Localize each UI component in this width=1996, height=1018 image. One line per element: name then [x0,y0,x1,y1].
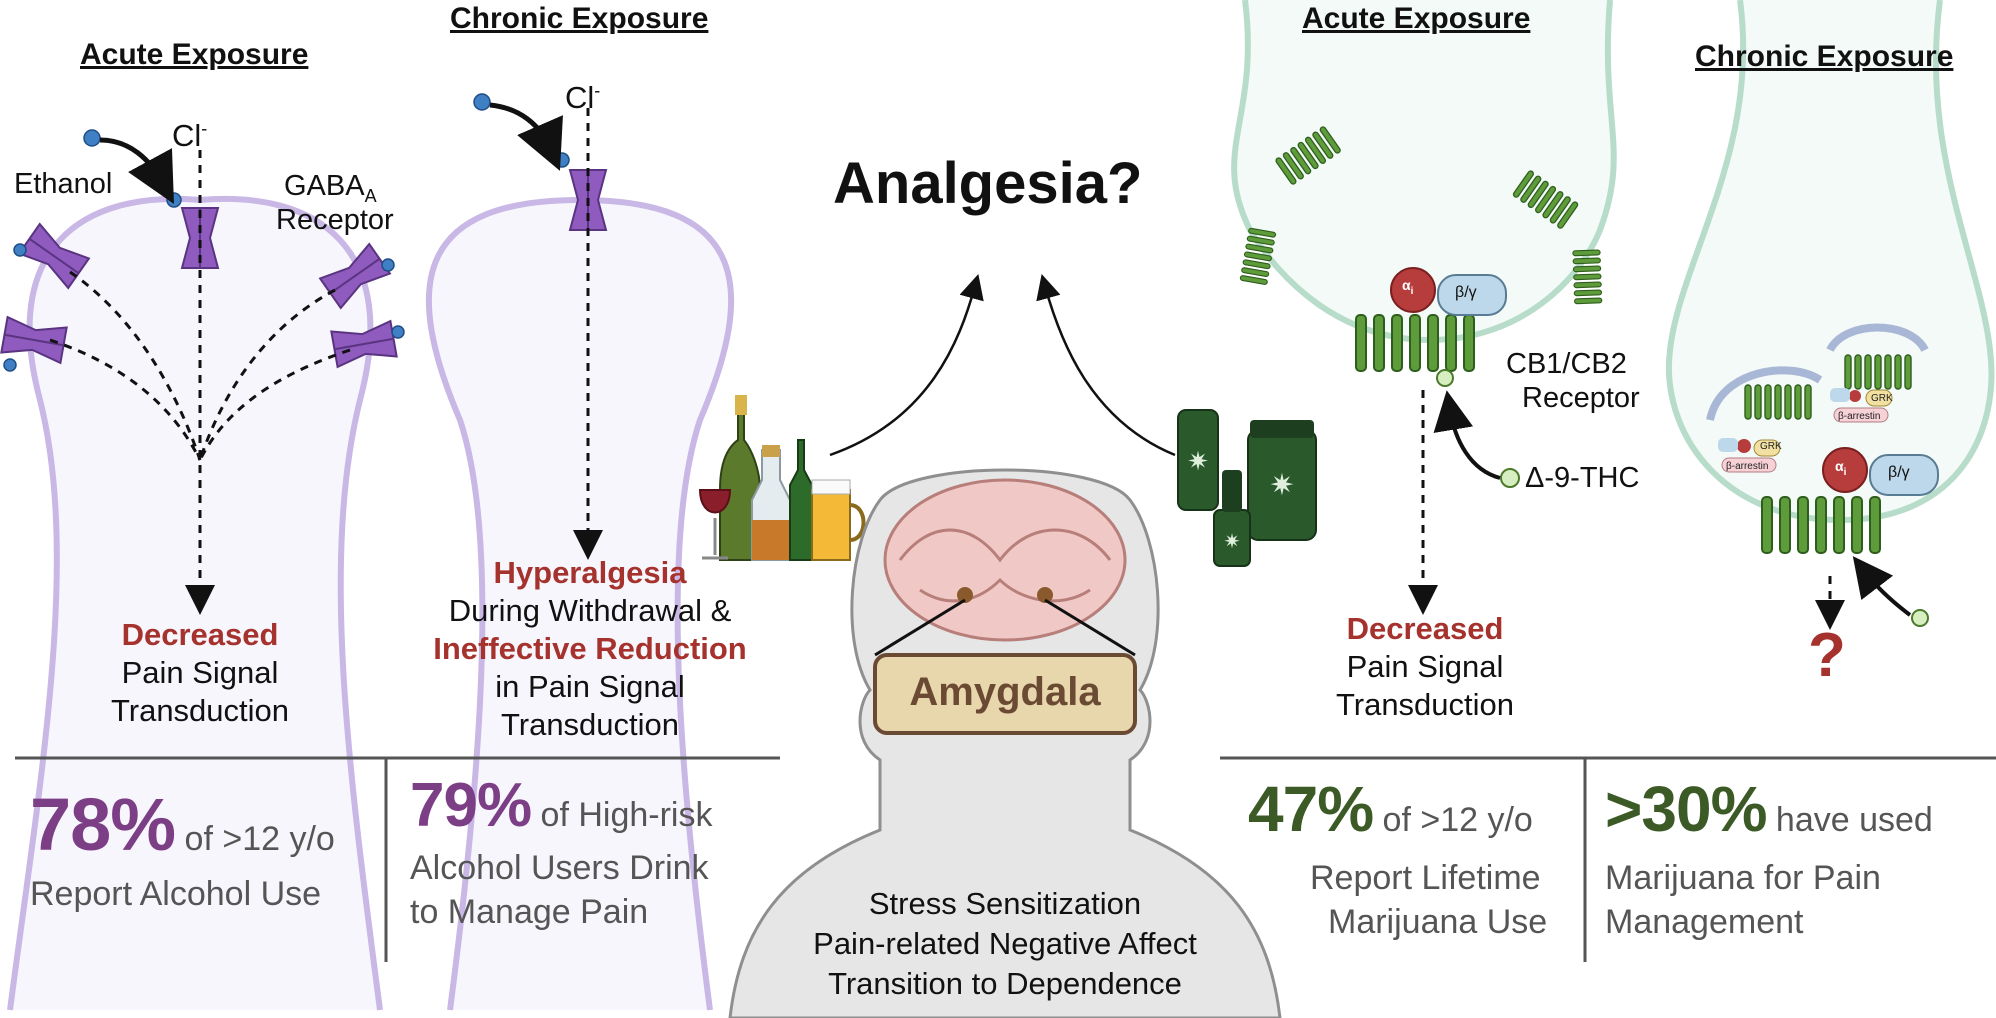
svg-text:✷: ✷ [1187,446,1209,476]
chloride-label: Cl- [172,118,207,154]
svg-text:✷: ✷ [1269,469,1294,502]
effect-negative-affect: Pain-related Negative Affect [813,926,1197,961]
cannabis-stat-1-line3: Marijuana Use [1328,903,1548,941]
alcohol-stat-1: 78% of >12 y/o [30,782,335,867]
alcohol-stat-2-percent: 79% [410,771,532,840]
svg-text:✷: ✷ [1224,531,1241,553]
g-beta-gamma-label: β/γ [1455,284,1477,301]
alcohol-stat-1-line2: Report Alcohol Use [30,875,322,913]
ethanol-label: Ethanol [14,168,113,200]
cannabis-stat-2-line2: Marijuana for Pain [1605,859,1881,897]
cannabis-stat-1: 47% of >12 y/o [1248,772,1533,846]
alcohol-chronic-outcome-line1: During Withdrawal & [448,593,732,628]
alcohol-stat-2-line3: to Manage Pain [410,893,649,931]
chronic-unknown-question: ? [1808,621,1846,690]
gaba-text: GABA [284,170,365,202]
gi-alpha-label-2: αi [1835,458,1846,478]
analgesia-question: Analgesia? [833,151,1143,216]
section-dividers [15,756,1996,962]
chloride-text: Cl [172,118,202,153]
amygdala-effects: Stress Sensitization Pain-related Negati… [760,884,1250,1004]
gaba-receptor-label-2: Receptor [276,204,394,236]
cannabis-stat-2: >30% have used [1605,772,1933,846]
amygdala-label: Amygdala [909,670,1101,714]
chloride-text-2: Cl [565,80,595,115]
cb-receptor-label-2: Receptor [1522,382,1640,414]
cannabis-stat-1-line2: Report Lifetime [1310,859,1541,897]
hyperalgesia-text: Hyperalgesia [493,555,687,590]
arrestin-label-2: β-arrestin [1838,411,1880,422]
chloride-sup-2: - [594,80,601,101]
alcohol-acute-decreased: Decreased [121,617,279,652]
neuron-cannabis-chronic [1665,0,1995,524]
alcohol-acute-outcome-line1: Pain Signal [121,655,279,690]
cannabis-stat-2-line3: Management [1605,903,1804,941]
cannabis-acute-header: Acute Exposure [1302,2,1531,35]
thc-molecule-icon [1436,369,1929,627]
cannabis-acute-decreased: Decreased [1346,611,1504,646]
cb-receptor-label: CB1/CB2 [1506,348,1627,380]
cannabis-stat-2-percent: >30% [1605,773,1767,845]
gi-alpha-label: αi [1402,277,1413,297]
vesicle-icon [1706,323,1929,422]
ineffective-reduction-text: Ineffective Reduction [433,631,747,666]
cannabis-acute-outcome: Decreased Pain Signal Transduction [1305,610,1545,724]
arrestin-label: β-arrestin [1726,461,1768,472]
grk-label: GRK [1760,441,1782,452]
cannabis-products-icon: ✷ ✷ ✷ [1177,409,1317,567]
g-beta-gamma-label-2: β/γ [1888,464,1910,481]
cannabis-stat-1-percent: 47% [1248,773,1374,845]
cannabis-stat-1-text: of >12 y/o [1373,801,1533,839]
cannabis-acute-outcome-line2: Transduction [1335,687,1515,722]
chloride-sup: - [201,118,208,139]
alcohol-chronic-outcome: Hyperalgesia During Withdrawal & Ineffec… [420,554,760,744]
cannabis-stat-2-text: have used [1766,801,1933,839]
cannabis-chronic-header: Chronic Exposure [1695,40,1954,73]
effect-dependence: Transition to Dependence [828,966,1182,1001]
gaba-receptor-label: GABAA [284,170,377,207]
alcohol-chronic-outcome-line3: Transduction [500,707,680,742]
thc-label: Δ-9-THC [1525,462,1640,494]
alcohol-drinks-icon [698,395,866,561]
alcohol-stat-2: 79% of High-risk [410,770,712,841]
alcohol-stat-2-text: of High-risk [531,796,713,834]
grk-label-2: GRK [1871,393,1893,404]
gi-alpha-sub-2: i [1843,466,1847,478]
alcohol-acute-header: Acute Exposure [80,38,309,71]
alcohol-acute-outcome-line2: Transduction [110,693,290,728]
gi-alpha-text: α [1402,277,1411,293]
alcohol-stat-1-text: of >12 y/o [175,820,335,858]
alcohol-chronic-header: Chronic Exposure [450,2,709,35]
human-head-brain-icon [728,468,1282,1018]
alcohol-stat-2-line2: Alcohol Users Drink [410,849,709,887]
amygdala-box [873,653,1137,735]
chloride-label-2: Cl- [565,80,600,116]
ethanol-molecule-icon [3,93,570,372]
gaba-sub: A [364,185,377,206]
g-protein-icon [1390,267,1939,496]
cannabis-acute-outcome-line1: Pain Signal [1346,649,1504,684]
alcohol-chronic-outcome-line2: in Pain Signal [495,669,685,704]
alcohol-stat-1-percent: 78% [30,783,176,866]
alcohol-acute-outcome: Decreased Pain Signal Transduction [80,616,320,730]
gi-alpha-text-2: α [1835,458,1844,474]
gi-alpha-sub: i [1410,285,1414,297]
effect-stress-sensitization: Stress Sensitization [868,886,1142,921]
